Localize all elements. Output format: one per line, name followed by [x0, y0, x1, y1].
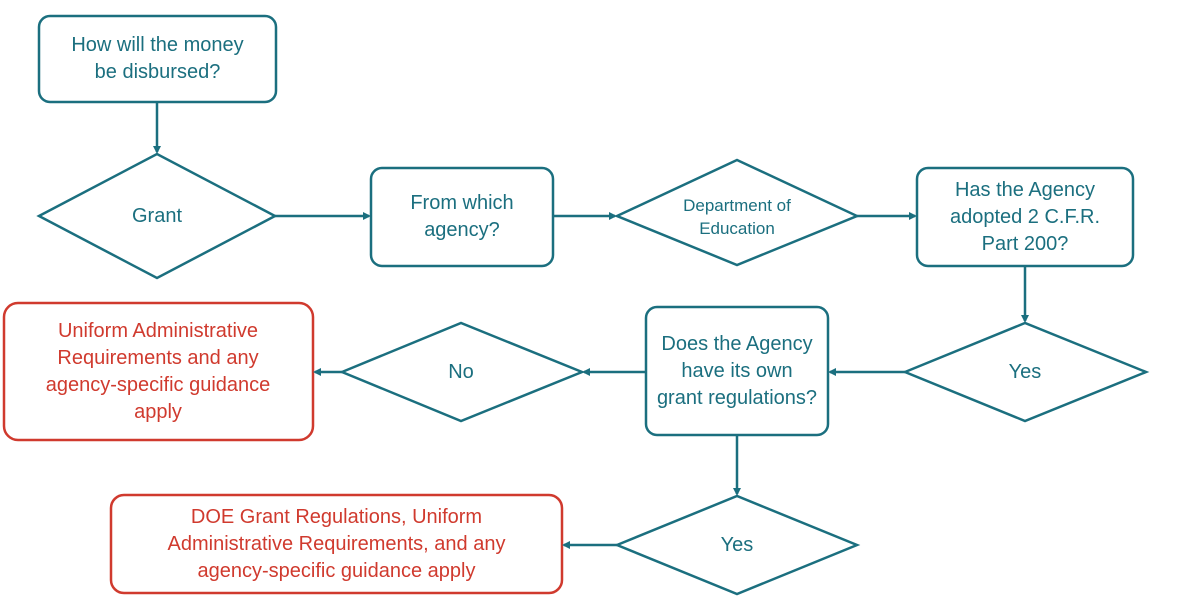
which-agency-label: From which agency?	[410, 192, 514, 241]
yes-adopted-diamond	[901, 321, 1150, 423]
grant-label: Grant	[131, 204, 183, 227]
yes-own-diamond	[613, 494, 861, 596]
uniform-result-label: Uniform Administrative Requirements and …	[45, 319, 271, 423]
yes-own-label: Yes	[720, 533, 754, 556]
adopted-label: Has the Agency adopted 2 C.F.R. Part 200…	[949, 178, 1101, 255]
no-label: No	[448, 360, 474, 383]
own-regs-label: Does the Agency have its own grant regul…	[656, 332, 818, 409]
start-label: How will the money be disbursed?	[71, 34, 244, 83]
doe-label: Department of Education	[683, 196, 791, 238]
yes-adopted-label: Yes	[1008, 360, 1042, 383]
doe-result-label: DOE Grant Regulations, Uniform Administr…	[167, 505, 506, 582]
